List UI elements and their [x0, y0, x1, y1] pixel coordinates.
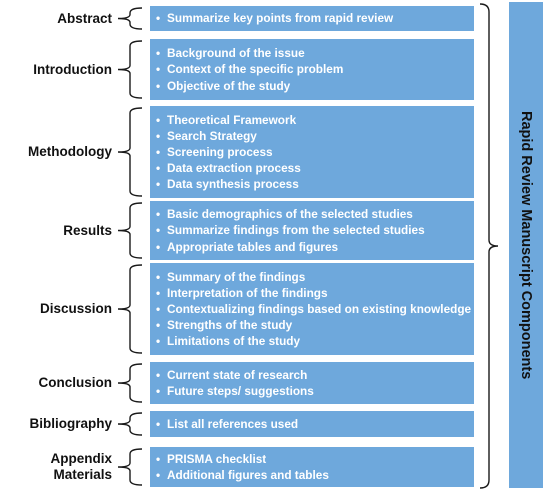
- bullet-item: Basic demographics of the selected studi…: [156, 206, 468, 222]
- bullet-item: Appropriate tables and figures: [156, 239, 468, 255]
- section-label-line: Introduction: [33, 61, 112, 77]
- bullet-item: Current state of research: [156, 367, 468, 383]
- section-label-discussion: Discussion: [0, 301, 112, 317]
- bullet-item: Summarize findings from the selected stu…: [156, 222, 468, 238]
- section-box-bibliography: List all references used: [150, 411, 474, 437]
- bullet-item: Context of the specific problem: [156, 61, 468, 77]
- section-label-results: Results: [0, 223, 112, 239]
- side-title-bar: Rapid Review Manuscript Components: [509, 2, 543, 488]
- bullet-item: Data extraction process: [156, 160, 468, 176]
- section-label-line: Methodology: [28, 144, 112, 159]
- section-label-methodology: Methodology: [0, 144, 112, 160]
- bullet-item: Contextualizing findings based on existi…: [156, 301, 471, 317]
- bracket-conclusion: [117, 363, 143, 403]
- bullet-list: Current state of researchFuture steps/ s…: [156, 367, 468, 400]
- bullet-list: Background of the issueContext of the sp…: [156, 45, 468, 94]
- bullet-list: PRISMA checklistAdditional figures and t…: [156, 451, 468, 484]
- bullet-item: PRISMA checklist: [156, 451, 468, 467]
- bullet-list: Summary of the findingsInterpretation of…: [156, 269, 471, 350]
- section-label-line: Materials: [53, 467, 112, 482]
- section-box-results: Basic demographics of the selected studi…: [150, 201, 474, 260]
- bullet-item: Search Strategy: [156, 128, 468, 144]
- bullet-list: Theoretical FrameworkSearch StrategyScre…: [156, 112, 468, 193]
- section-label-introduction: Introduction: [0, 62, 112, 78]
- section-box-discussion: Summary of the findingsInterpretation of…: [150, 263, 474, 355]
- bullet-item: Interpretation of the findings: [156, 285, 468, 301]
- bracket-methodology: [117, 107, 143, 197]
- bullet-list: List all references used: [156, 416, 468, 432]
- bracket-discussion: [117, 264, 143, 354]
- bracket-appendix: [117, 448, 143, 486]
- section-label-line: Discussion: [39, 301, 112, 316]
- bullet-item: Strengths of the study: [156, 317, 468, 333]
- bullet-item: Future steps/ suggestions: [156, 383, 468, 399]
- section-label-abstract: Abstract: [0, 11, 112, 27]
- bullet-item: Additional figures and tables: [156, 467, 468, 483]
- bullet-item: Background of the issue: [156, 45, 468, 61]
- bracket-introduction: [117, 40, 143, 99]
- bullet-item: Summarize key points from rapid review: [156, 10, 468, 26]
- side-title: Rapid Review Manuscript Components: [518, 110, 534, 380]
- bracket-overall: [479, 3, 499, 489]
- section-box-methodology: Theoretical FrameworkSearch StrategyScre…: [150, 106, 474, 198]
- section-label-line: Abstract: [57, 10, 112, 26]
- section-box-appendix: PRISMA checklistAdditional figures and t…: [150, 447, 474, 487]
- section-box-abstract: Summarize key points from rapid review: [150, 6, 474, 31]
- bullet-item: Summary of the findings: [156, 269, 468, 285]
- bullet-item: Limitations of the study: [156, 333, 468, 349]
- section-box-conclusion: Current state of researchFuture steps/ s…: [150, 362, 474, 404]
- section-label-line: Results: [63, 222, 112, 238]
- section-label-line: Conclusion: [38, 375, 113, 390]
- bullet-item: Theoretical Framework: [156, 112, 468, 128]
- section-label-line: Appendix: [50, 451, 112, 466]
- bullet-item: Data synthesis process: [156, 176, 468, 192]
- bullet-item: Screening process: [156, 144, 468, 160]
- bracket-abstract: [117, 7, 143, 30]
- bracket-results: [117, 202, 143, 259]
- bullet-item: List all references used: [156, 416, 468, 432]
- bullet-list: Basic demographics of the selected studi…: [156, 206, 468, 255]
- bracket-bibliography: [117, 412, 143, 436]
- section-box-introduction: Background of the issueContext of the sp…: [150, 39, 474, 100]
- bullet-list: Summarize key points from rapid review: [156, 10, 468, 26]
- section-label-conclusion: Conclusion: [0, 375, 113, 391]
- bullet-item: Objective of the study: [156, 78, 468, 94]
- section-label-line: Bibliography: [29, 416, 112, 431]
- section-label-bibliography: Bibliography: [0, 416, 112, 432]
